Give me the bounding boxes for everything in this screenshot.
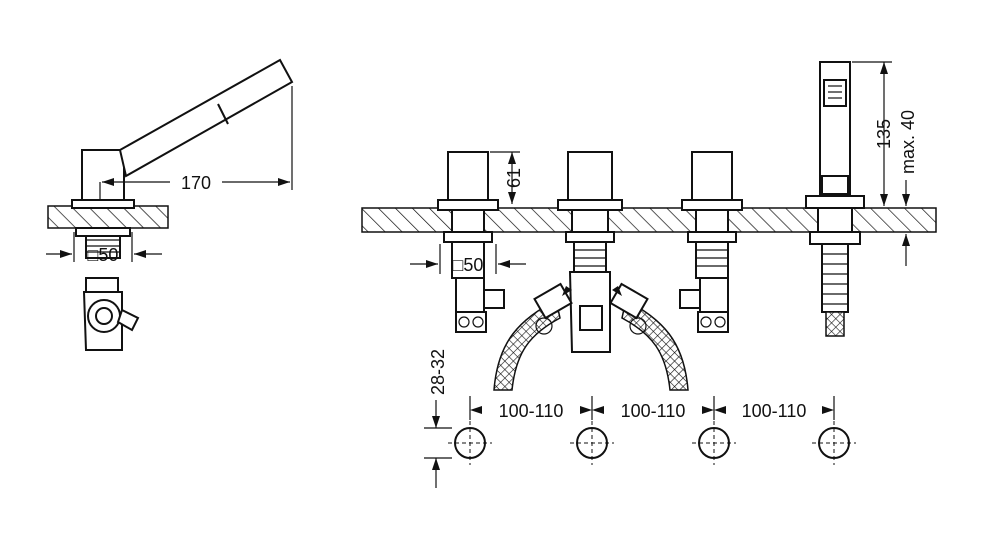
- max-40-label: max. 40: [898, 110, 918, 174]
- spacing-label-2: 100-110: [621, 401, 686, 421]
- front-square-label: □50: [453, 255, 484, 275]
- side-square-label: □50: [88, 245, 119, 265]
- height-61-label: 61: [504, 168, 524, 188]
- hole-2: [570, 421, 614, 465]
- front-view: □50 61 135 max. 40 28-32: [361, 61, 937, 488]
- side-view: 170 □50: [46, 58, 294, 351]
- hose-right: [621, 298, 689, 391]
- spacing-label-1: 100-110: [499, 401, 564, 421]
- height-135-label: 135: [874, 119, 894, 149]
- deck-thickness-label: 28-32: [428, 349, 448, 395]
- side-length-label: 170: [181, 173, 211, 193]
- side-spout-segment: [217, 103, 229, 125]
- side-spout-arm: [118, 58, 294, 178]
- valve-unit-3: [679, 151, 743, 333]
- hose-left: [493, 298, 561, 391]
- spout-unit: [493, 151, 689, 391]
- side-deck-slab: [47, 205, 169, 229]
- hole-4: [812, 421, 856, 465]
- side-rosette: [71, 199, 135, 209]
- spacing-label-3: 100-110: [742, 401, 807, 421]
- hole-3: [692, 421, 736, 465]
- valve-unit-1: [437, 151, 505, 333]
- hole-1: [448, 421, 492, 465]
- side-column-body: [81, 149, 125, 203]
- hand-shower-unit: [805, 61, 865, 337]
